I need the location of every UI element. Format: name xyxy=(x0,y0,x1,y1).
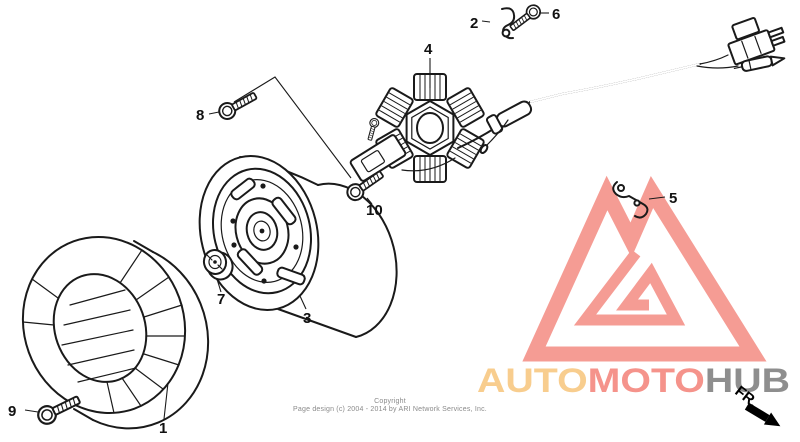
part-7-flange-nut xyxy=(202,249,234,281)
pulse-coil-screw xyxy=(364,116,381,142)
copyright-notice: Copyright Page design (c) 2004 - 2014 by… xyxy=(250,398,530,414)
part-label-8[interactable]: 8 xyxy=(196,107,204,124)
stator-wire-harness xyxy=(401,17,786,172)
harness-connector xyxy=(727,17,786,66)
copyright-line-2: Page design (c) 2004 - 2014 by ARI Netwo… xyxy=(293,406,487,413)
part-label-5[interactable]: 5 xyxy=(669,190,677,207)
watermark-triangle-logo-icon xyxy=(522,175,767,362)
flywheel-holes xyxy=(230,183,299,284)
leader-line-8-to-stator xyxy=(233,76,352,179)
part-5-wire-clip xyxy=(612,181,649,219)
part-label-10[interactable]: 10 xyxy=(366,202,383,219)
watermark-hub: HUB xyxy=(705,362,790,400)
watermark-moto: MOTO xyxy=(588,362,705,400)
part-label-1[interactable]: 1 xyxy=(159,420,167,437)
fr-arrow-icon xyxy=(744,402,781,427)
part-label-3[interactable]: 3 xyxy=(303,310,311,327)
watermark-triangle-spiral-icon xyxy=(573,249,686,326)
part-4-stator-assembly xyxy=(374,73,486,183)
watermark-auto: AUTO xyxy=(477,362,588,400)
part-label-7[interactable]: 7 xyxy=(217,291,225,308)
flywheel-slots xyxy=(230,177,306,286)
part-label-4[interactable]: 4 xyxy=(424,41,433,58)
pulse-generator-coil xyxy=(349,116,407,182)
part-1-cooling-fan xyxy=(21,236,210,430)
fan-blades xyxy=(22,249,186,414)
callout-leader-lines xyxy=(24,12,666,420)
part-label-6[interactable]: 6 xyxy=(552,6,560,23)
part-label-9[interactable]: 9 xyxy=(8,403,16,420)
part-2-wire-clip xyxy=(501,7,516,40)
bullet-terminal xyxy=(733,55,786,72)
part-6-bolt xyxy=(506,1,544,35)
part-label-2[interactable]: 2 xyxy=(470,15,478,32)
part-8-bolt xyxy=(215,87,261,123)
copyright-line-1: Copyright xyxy=(374,398,406,405)
